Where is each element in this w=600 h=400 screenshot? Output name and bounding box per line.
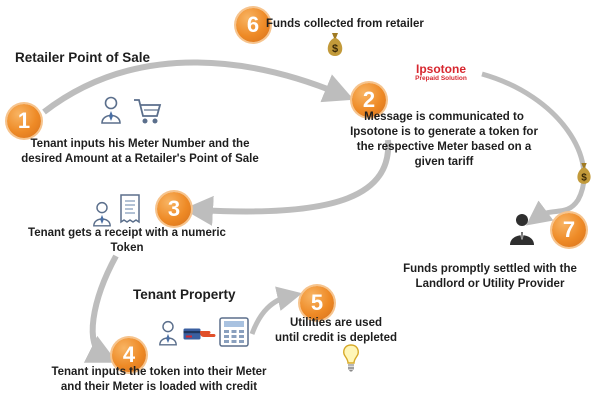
money-bag-icon: $ — [327, 33, 343, 56]
step-6-badge: 6 — [236, 8, 270, 42]
hand-icon — [200, 331, 216, 337]
card-icon — [183, 328, 201, 340]
arrow-4-to-5 — [249, 286, 303, 335]
businessman-icon — [510, 214, 534, 245]
brand-logo: Ipsotone Prepaid Solution — [396, 62, 486, 82]
lightbulb-icon — [343, 344, 359, 372]
arrow-1-to-2 — [42, 59, 354, 115]
meter-keypad-icon — [219, 317, 249, 347]
person-icon — [159, 320, 177, 346]
heading-tenant-property: Tenant Property — [133, 287, 236, 302]
heading-retailer-pos: Retailer Point of Sale — [15, 50, 151, 65]
arrow-2-to-3 — [183, 139, 392, 226]
receipt-icon — [120, 194, 140, 224]
step-4-text: Tenant inputs the token into their Meter… — [51, 366, 267, 393]
brand-name: Ipsotone — [416, 62, 466, 76]
shopping-cart-icon — [134, 99, 162, 124]
brand-subtitle: Prepaid Solution — [415, 75, 467, 82]
step-5-badge: 5 — [300, 286, 334, 320]
step-4-badge: 4 — [112, 338, 146, 372]
svg-text:$: $ — [581, 172, 587, 183]
person-icon — [101, 96, 121, 124]
money-bag-icon: $ — [577, 163, 591, 184]
step-7-badge: 7 — [552, 213, 586, 247]
svg-text:$: $ — [332, 43, 338, 55]
step-6-text: Funds collected from retailer — [266, 18, 424, 30]
arrow-3-to-4 — [83, 254, 119, 363]
step-1-badge: 1 — [7, 104, 41, 138]
step-3-badge: 3 — [157, 192, 191, 226]
step-2-badge: 2 — [352, 83, 386, 117]
person-icon — [93, 201, 111, 227]
